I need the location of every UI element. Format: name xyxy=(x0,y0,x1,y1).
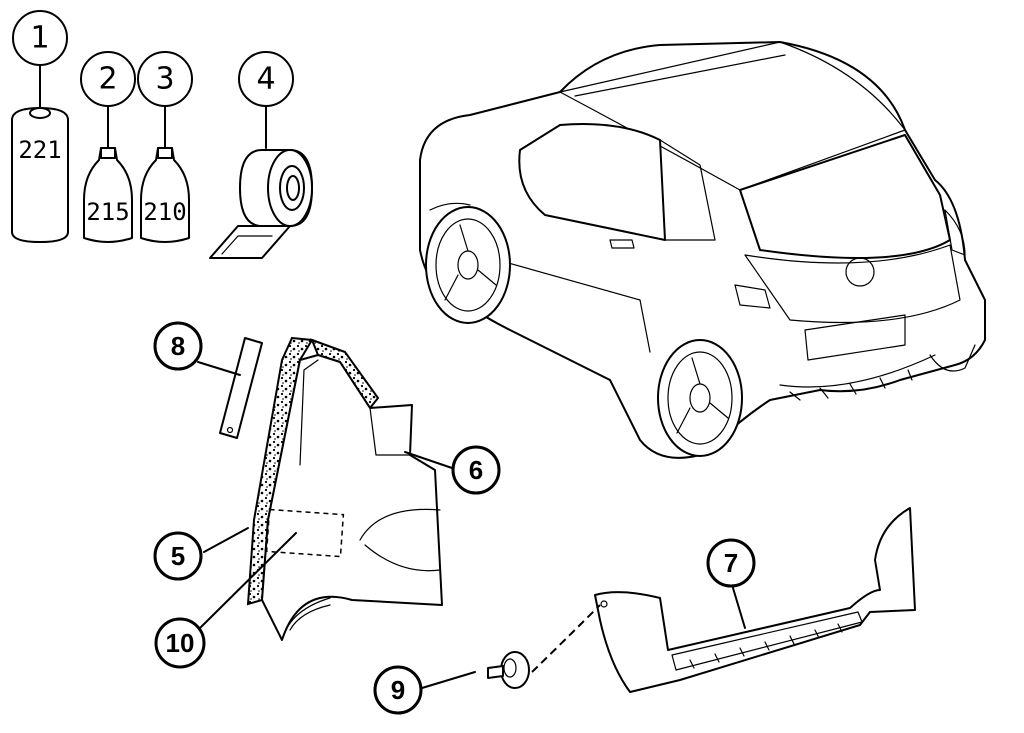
svg-text:2: 2 xyxy=(98,62,117,97)
svg-text:3: 3 xyxy=(155,62,174,97)
callout-4: 4 xyxy=(238,51,294,107)
callout-9: 9 xyxy=(373,665,423,715)
svg-text:7: 7 xyxy=(724,548,738,578)
bottle-215: 215 xyxy=(83,103,133,243)
car-front-wheel xyxy=(425,206,511,324)
svg-text:10: 10 xyxy=(166,628,195,658)
svg-text:6: 6 xyxy=(469,455,483,485)
can-label: 221 xyxy=(18,136,61,164)
rear-quarter-panel xyxy=(246,336,443,641)
callout-1: 1 xyxy=(12,10,68,66)
callout-10: 10 xyxy=(154,617,206,669)
sticker-area xyxy=(265,508,345,558)
leader-lines xyxy=(197,361,746,689)
can-221: 221 xyxy=(11,64,69,243)
svg-text:8: 8 xyxy=(171,331,185,361)
rear-bumper xyxy=(594,507,916,693)
svg-text:9: 9 xyxy=(391,675,405,705)
car-rear-view xyxy=(419,41,986,459)
bottle-210-label: 210 xyxy=(143,198,186,226)
callout-7: 7 xyxy=(706,538,756,588)
callout-2: 2 xyxy=(80,51,136,107)
push-clip xyxy=(487,604,601,689)
tape-roll xyxy=(209,103,313,259)
bottle-215-label: 215 xyxy=(86,198,129,226)
car-rear-wheel xyxy=(657,339,743,457)
callout-5: 5 xyxy=(153,531,203,581)
callout-8: 8 xyxy=(153,321,203,371)
svg-text:4: 4 xyxy=(256,62,275,97)
svg-text:1: 1 xyxy=(30,21,49,56)
callout-3: 3 xyxy=(137,51,193,107)
trim-strip xyxy=(219,337,263,439)
callout-6: 6 xyxy=(451,445,501,495)
svg-text:5: 5 xyxy=(171,541,185,571)
bottle-210: 210 xyxy=(140,103,190,243)
